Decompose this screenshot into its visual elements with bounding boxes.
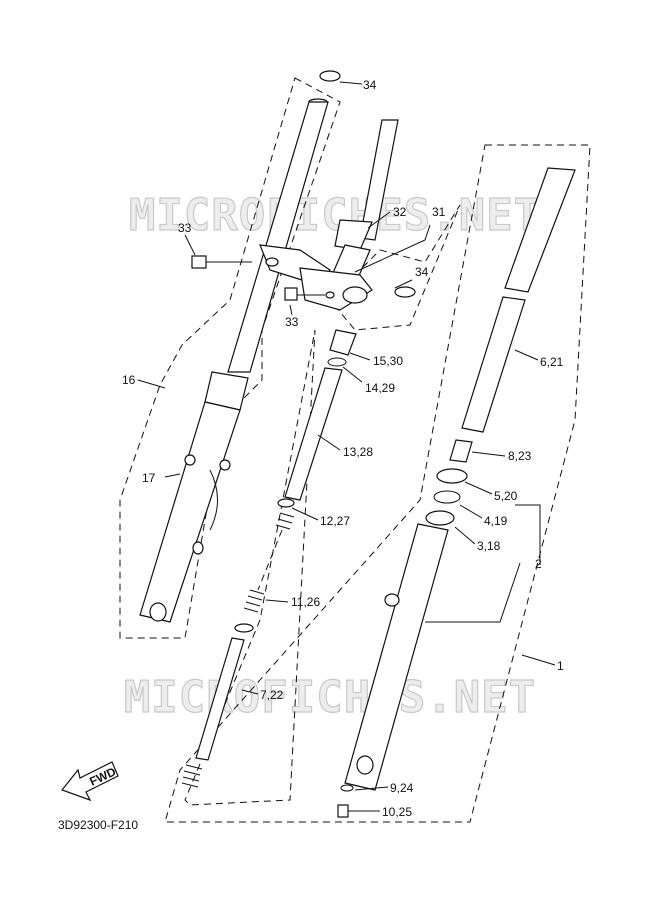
right-fork-assembly [337,167,576,818]
cap-34-top [319,70,341,82]
group-outline-inner [184,329,316,806]
callout-5-20: 5,20 [494,489,518,503]
bolt-33-top [191,255,252,269]
callout-16: 16 [122,373,136,387]
callout-10-25: 10,25 [382,805,412,819]
washer-12-27 [277,498,295,508]
diagram-code: 3D92300-F210 [58,818,138,832]
cap-34-right [394,286,416,298]
callout-4-19: 4,19 [484,514,508,528]
callout-13-28: 13,28 [343,445,373,459]
callout-33-bottom: 33 [285,315,299,329]
callout-32: 32 [393,205,407,219]
callout-14-29: 14,29 [365,381,395,395]
callout-12-27: 12,27 [320,514,350,528]
watermark-bottom: MICROFICHES.NET [124,672,536,723]
callout-15-30: 15,30 [373,354,403,368]
damper-rod-13-28 [284,367,343,501]
spring-link-dash [257,529,283,591]
callout-6-21: 6,21 [540,355,564,369]
fwd-label: FWD [87,764,118,788]
callout-7-22: 7,22 [260,688,284,702]
left-fork-assembly [139,98,331,623]
steering-stem [299,119,399,311]
bolt-33-bottom [284,287,325,301]
callout-11-26: 11,26 [291,595,320,609]
callout-17: 17 [142,471,156,485]
group-outline-1 [164,144,591,823]
callout-34-right: 34 [415,265,429,279]
group-outline-16 [119,77,341,639]
callout-3-18: 3,18 [477,539,501,553]
ring-7-22-top [234,623,254,633]
callout-9-24: 9,24 [390,781,414,795]
callout-34-top: 34 [363,78,377,92]
spring-11-26 [243,512,295,613]
o-ring-14-29 [327,357,347,367]
leader-lines [137,81,556,812]
spring-7-22-bottom [181,764,203,788]
callout-31: 31 [432,205,446,219]
callout-2: 2 [535,557,542,571]
callout-8-23: 8,23 [508,449,532,463]
spring-seat-15-30 [329,329,357,356]
rod-7-22 [195,637,245,761]
callout-33-top: 33 [178,221,192,235]
callout-1: 1 [557,659,564,673]
fwd-arrow-icon: FWD [61,761,119,802]
